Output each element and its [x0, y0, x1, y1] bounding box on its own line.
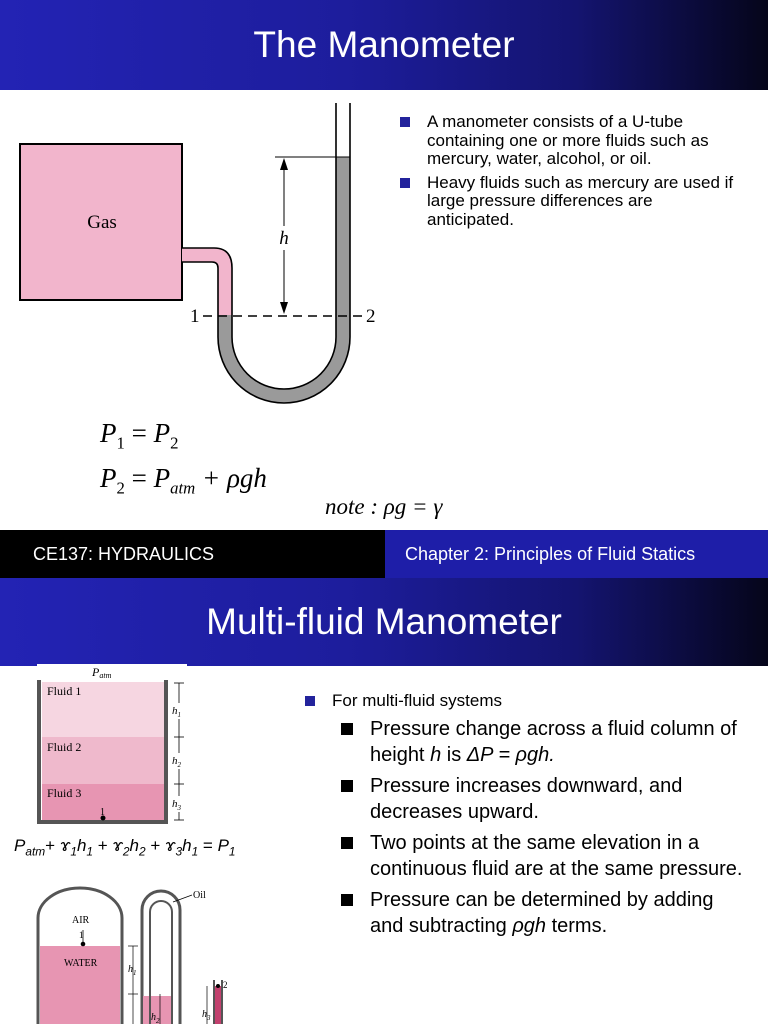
h2-label: h2	[172, 755, 182, 769]
sub-bullet-square-icon	[341, 723, 353, 735]
water-region	[40, 946, 120, 1024]
fluid-3-layer	[42, 784, 164, 820]
h3-label: h3	[202, 1009, 211, 1022]
equation-note: note : ρg = γ	[325, 494, 443, 519]
h1-label: h1	[172, 705, 181, 719]
slide-title-bar: The Manometer	[0, 0, 768, 90]
oil-label: Oil	[193, 890, 206, 901]
point-1-label: 1	[190, 306, 200, 327]
point-1-dot	[80, 941, 86, 947]
footer-chapter: Chapter 2: Principles of Fluid Statics	[385, 530, 768, 578]
sub-bullet-square-icon	[341, 837, 353, 849]
h-label: h	[279, 228, 289, 249]
footer-course: CE137: HYDRAULICS	[0, 530, 385, 578]
slide-multi-fluid-manometer: Multi-fluid Manometer Patm Fluid 1 Fluid…	[0, 578, 768, 1024]
bullet-item: Heavy fluids such as mercury are used if…	[400, 173, 740, 230]
fluid-3-label: Fluid 3	[47, 786, 81, 800]
bullet-square-icon	[305, 696, 315, 706]
slide-manometer: The Manometer Gas 1 2 h A manometer cons…	[0, 0, 768, 578]
sub-bullet-item: Pressure increases downward, and decreas…	[305, 773, 745, 825]
water-label: WATER	[64, 958, 98, 969]
fluid-2-layer	[42, 737, 164, 784]
bullet-item: A manometer consists of a U-tube contain…	[400, 112, 740, 169]
gas-label: Gas	[87, 212, 117, 233]
bullet-square-icon	[400, 117, 410, 127]
slide-footer: CE137: HYDRAULICS Chapter 2: Principles …	[0, 530, 768, 578]
point-1-label: 1	[79, 930, 84, 940]
fluid-2-label: Fluid 2	[47, 740, 81, 754]
bullet-list: A manometer consists of a U-tube contain…	[400, 112, 740, 234]
gas-tank	[19, 143, 183, 301]
connecting-pipe	[182, 248, 232, 315]
bullet-square-icon	[400, 177, 410, 188]
fluid-1-layer	[42, 682, 164, 737]
fluid-1-label: Fluid 1	[47, 684, 81, 698]
air-water-oil-manometer-diagram: AIR WATER 1 Oil h1 h2 2 h3	[36, 886, 228, 1024]
patm-label: Patm	[91, 665, 112, 680]
sub-bullet-square-icon	[341, 780, 353, 792]
point-1-dot	[100, 815, 106, 821]
point-2-label: 2	[223, 980, 228, 990]
equation-p1-p2: P1 = P2	[100, 418, 179, 453]
point-2-label: 2	[366, 306, 376, 327]
equation-p2-patm: P2 = Patm + ρgh	[100, 463, 267, 498]
sub-bullet-item: Pressure can be determined by adding and…	[305, 887, 745, 939]
slide-title: The Manometer	[253, 24, 515, 65]
sub-bullet-item: Two points at the same elevation in a co…	[305, 830, 745, 882]
slide-title-bar: Multi-fluid Manometer	[0, 578, 768, 666]
sub-bullet-square-icon	[341, 894, 353, 906]
multi-fluid-equation: Patm+ ɤ1h1 + ɤ2h2 + ɤ3h1 = P1	[14, 836, 236, 859]
multi-fluid-tank-diagram: Patm Fluid 1 Fluid 2 Fluid 3 1 h1 h2 h3	[37, 664, 187, 824]
bullet-item: For multi-fluid systems	[305, 690, 745, 712]
bullet-list: For multi-fluid systems Pressure change …	[305, 690, 745, 944]
h2-label: h2	[151, 1012, 160, 1024]
h3-label: h3	[172, 798, 182, 812]
point-1-label: 1	[100, 807, 105, 818]
slide-title: Multi-fluid Manometer	[206, 601, 562, 642]
sub-bullet-item: Pressure change across a fluid column of…	[305, 716, 745, 768]
air-label: AIR	[72, 915, 90, 926]
manometer-diagram: Gas 1 2 h	[19, 103, 376, 404]
h1-label: h1	[128, 964, 137, 977]
